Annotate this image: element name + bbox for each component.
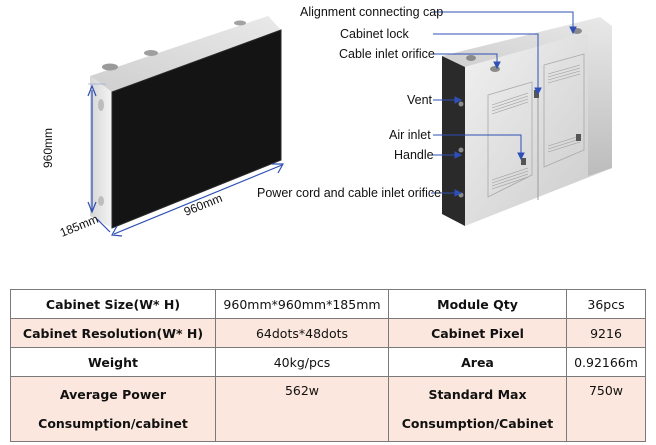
spec-table: Cabinet Size(W* H) 960mm*960mm*185mm Mod… bbox=[10, 289, 646, 442]
cell-value: 40kg/pcs bbox=[215, 347, 389, 377]
callout-power-cord-inlet: Power cord and cable inlet orifice bbox=[257, 186, 441, 200]
callout-cabinet-lock: Cabinet lock bbox=[340, 27, 410, 41]
height-dimension-label: 960mm bbox=[41, 128, 55, 168]
cell-value: 0.92166m bbox=[566, 347, 646, 377]
cell-value: 750w bbox=[566, 376, 646, 442]
cell-label: Weight bbox=[10, 347, 216, 377]
table-row: Cabinet Resolution(W* H) 64dots*48dots C… bbox=[10, 318, 646, 348]
callout-labels: Alignment connecting cap Cabinet lock Ca… bbox=[257, 5, 443, 200]
cell-label: Cabinet Size(W* H) bbox=[10, 289, 216, 319]
left-cabinet-illustration bbox=[87, 16, 285, 237]
cell-label: Cabinet Resolution(W* H) bbox=[10, 318, 216, 348]
cell-label: Cabinet Pixel bbox=[388, 318, 567, 348]
cell-value: 9216 bbox=[566, 318, 646, 348]
callout-cable-inlet: Cable inlet orifice bbox=[339, 47, 435, 61]
cell-label: Area bbox=[388, 347, 567, 377]
cell-value: 36pcs bbox=[566, 289, 646, 319]
cell-value: 562w bbox=[215, 376, 389, 442]
callout-alignment-cap: Alignment connecting cap bbox=[300, 5, 443, 19]
cell-label: Standard Max Consumption/Cabinet bbox=[388, 376, 567, 442]
table-row: Average Power Consumption/cabinet 562w S… bbox=[10, 376, 646, 442]
product-figure: 960mm 960mm 185mm bbox=[41, 5, 612, 240]
depth-dimension-label: 185mm bbox=[58, 212, 100, 240]
cell-value: 960mm*960mm*185mm bbox=[215, 289, 389, 319]
cell-value: 64dots*48dots bbox=[215, 318, 389, 348]
callout-air-inlet: Air inlet bbox=[389, 128, 431, 142]
callout-vent: Vent bbox=[407, 93, 433, 107]
table-row: Cabinet Size(W* H) 960mm*960mm*185mm Mod… bbox=[10, 289, 646, 319]
cell-label: Module Qty bbox=[388, 289, 567, 319]
right-cabinet-illustration bbox=[442, 17, 612, 226]
callout-lines bbox=[431, 11, 577, 197]
table-row: Weight 40kg/pcs Area 0.92166m bbox=[10, 347, 646, 377]
callout-handle: Handle bbox=[394, 148, 434, 162]
cell-label: Average Power Consumption/cabinet bbox=[10, 376, 216, 442]
